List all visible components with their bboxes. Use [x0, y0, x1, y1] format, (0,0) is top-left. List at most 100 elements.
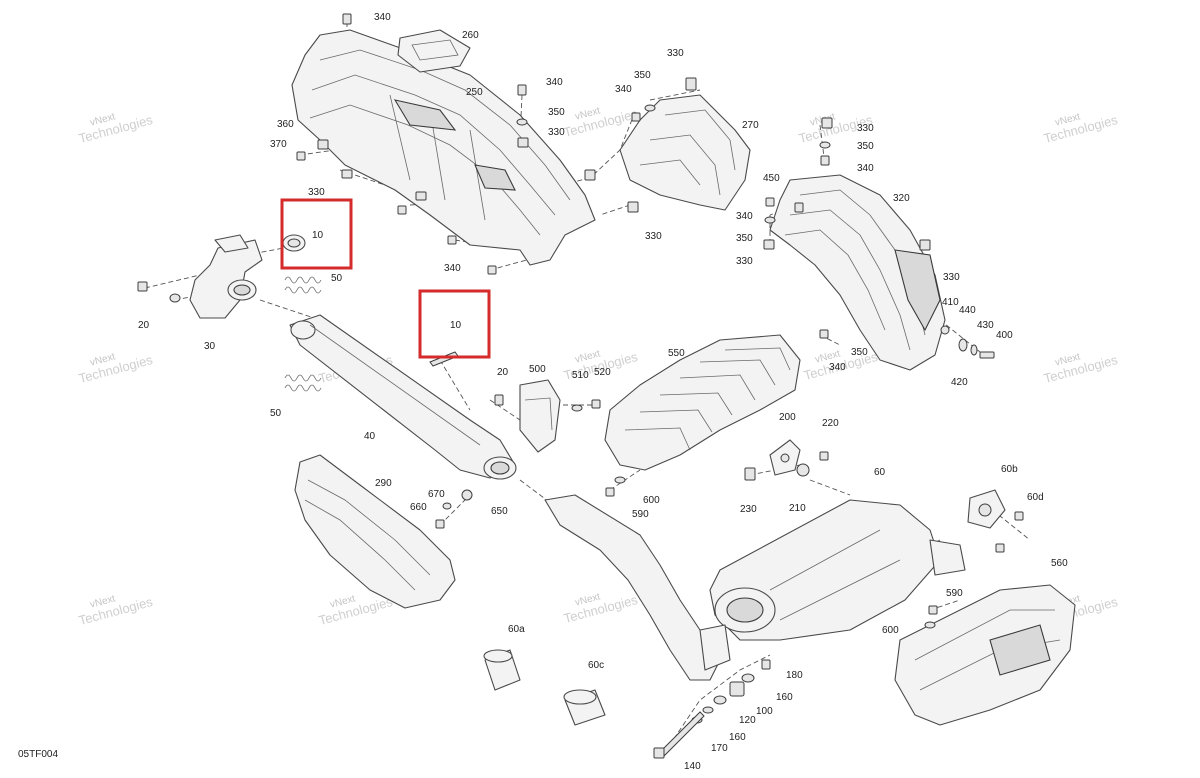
watermark-line2: Technologies [562, 592, 640, 626]
callout-label: 50 [331, 273, 343, 284]
highlight-box-part-10-gasket[interactable] [280, 198, 353, 270]
callout-label: 430 [977, 320, 994, 331]
callout-label: 500 [529, 364, 546, 375]
callout-label: 600 [643, 495, 660, 506]
watermark-line2: Technologies [1042, 112, 1120, 146]
callout-label: 60b [1001, 464, 1018, 475]
watermark-line2: Technologies [1042, 352, 1120, 386]
heat-shield-290 [294, 454, 456, 609]
callout-label: 330 [308, 187, 325, 198]
callout-label: 160 [729, 732, 746, 743]
callout-label: 60c [588, 660, 604, 671]
callout-label: 600 [882, 625, 899, 636]
sleeve-60c [563, 689, 606, 726]
hardware-fasteners [137, 13, 1024, 759]
callout-label: 60d [1027, 492, 1044, 503]
muffler-cover-560 [894, 584, 1076, 726]
callout-label: 270 [742, 120, 759, 131]
callout-label: 160 [776, 692, 793, 703]
callout-label: 340 [374, 12, 391, 23]
bracket-200 [769, 439, 801, 476]
callout-label: 650 [491, 506, 508, 517]
callout-label: 350 [634, 70, 651, 81]
callout-label: 340 [546, 77, 563, 88]
diagram-code: 05TF004 [18, 749, 58, 760]
callout-label: 340 [829, 362, 846, 373]
heat-shield-320 [769, 174, 946, 371]
callout-label: 440 [959, 305, 976, 316]
spring-50-upper [284, 276, 322, 294]
highlight-boxes [280, 198, 491, 359]
callout-label: 590 [946, 588, 963, 599]
callout-label: 230 [740, 504, 757, 515]
callout-label: 420 [951, 377, 968, 388]
muffler-assembly-60 [544, 494, 966, 681]
callout-label: 20 [138, 320, 150, 331]
callout-label: 350 [736, 233, 753, 244]
callout-label: 40 [364, 431, 376, 442]
callout-label: 520 [594, 367, 611, 378]
callout-label: 350 [548, 107, 565, 118]
callout-label: 590 [632, 509, 649, 520]
callout-label: 10 [450, 320, 462, 331]
callout-label: 200 [779, 412, 796, 423]
callout-label: 60a [508, 624, 525, 635]
spring-50-lower [284, 374, 322, 392]
callout-label: 450 [763, 173, 780, 184]
callout-label: 340 [444, 263, 461, 274]
callout-label: 400 [996, 330, 1013, 341]
callout-label: 410 [942, 297, 959, 308]
callout-labels: 340 260 250 340 350 330 330 350 340 270 … [138, 12, 1068, 772]
callout-label: 20 [497, 367, 509, 378]
callout-label: 330 [736, 256, 753, 267]
plate-260 [397, 29, 471, 73]
callout-label: 220 [822, 418, 839, 429]
callout-label: 120 [739, 715, 756, 726]
watermark-line2: Technologies [77, 594, 155, 628]
callout-label: 550 [668, 348, 685, 359]
heat-shield-270 [619, 94, 751, 211]
callout-label: 340 [857, 163, 874, 174]
callout-label: 290 [375, 478, 392, 489]
flange-60b [967, 489, 1006, 529]
callout-label: 340 [736, 211, 753, 222]
callout-label: 340 [615, 84, 632, 95]
callout-label: 50 [270, 408, 282, 419]
callout-label: 670 [428, 489, 445, 500]
callout-label: 10 [312, 230, 324, 241]
callout-label: 360 [277, 119, 294, 130]
callout-label: 100 [756, 706, 773, 717]
callout-label: 350 [857, 141, 874, 152]
callout-label: 30 [204, 341, 216, 352]
gasket-10-lower [429, 351, 459, 367]
sleeve-60a [483, 649, 521, 691]
watermark-line2: Technologies [562, 106, 640, 140]
callout-label: 320 [893, 193, 910, 204]
callout-label: 330 [943, 272, 960, 283]
bracket-500 [519, 379, 561, 453]
watermark-line2: Technologies [317, 594, 395, 628]
callout-label: 510 [572, 370, 589, 381]
watermark-line2: Technologies [77, 112, 155, 146]
heat-shield-250 [291, 29, 596, 266]
callout-label: 170 [711, 743, 728, 754]
callout-label: 560 [1051, 558, 1068, 569]
callout-label: 350 [851, 347, 868, 358]
highlight-box-part-10-seal[interactable] [418, 289, 491, 359]
callout-label: 250 [466, 87, 483, 98]
callout-label: 180 [786, 670, 803, 681]
callout-label: 370 [270, 139, 287, 150]
callout-label: 260 [462, 30, 479, 41]
callout-label: 210 [789, 503, 806, 514]
callout-label: 330 [667, 48, 684, 59]
exhaust-pipe-40 [289, 314, 517, 480]
exhaust-elbow-30 [189, 234, 263, 319]
callout-label: 660 [410, 502, 427, 513]
watermark-line2: Technologies [77, 352, 155, 386]
gasket-10-upper [282, 234, 306, 252]
callout-label: 330 [645, 231, 662, 242]
callout-label: 60 [874, 467, 886, 478]
callout-label: 330 [857, 123, 874, 134]
heat-shield-550 [604, 334, 801, 471]
